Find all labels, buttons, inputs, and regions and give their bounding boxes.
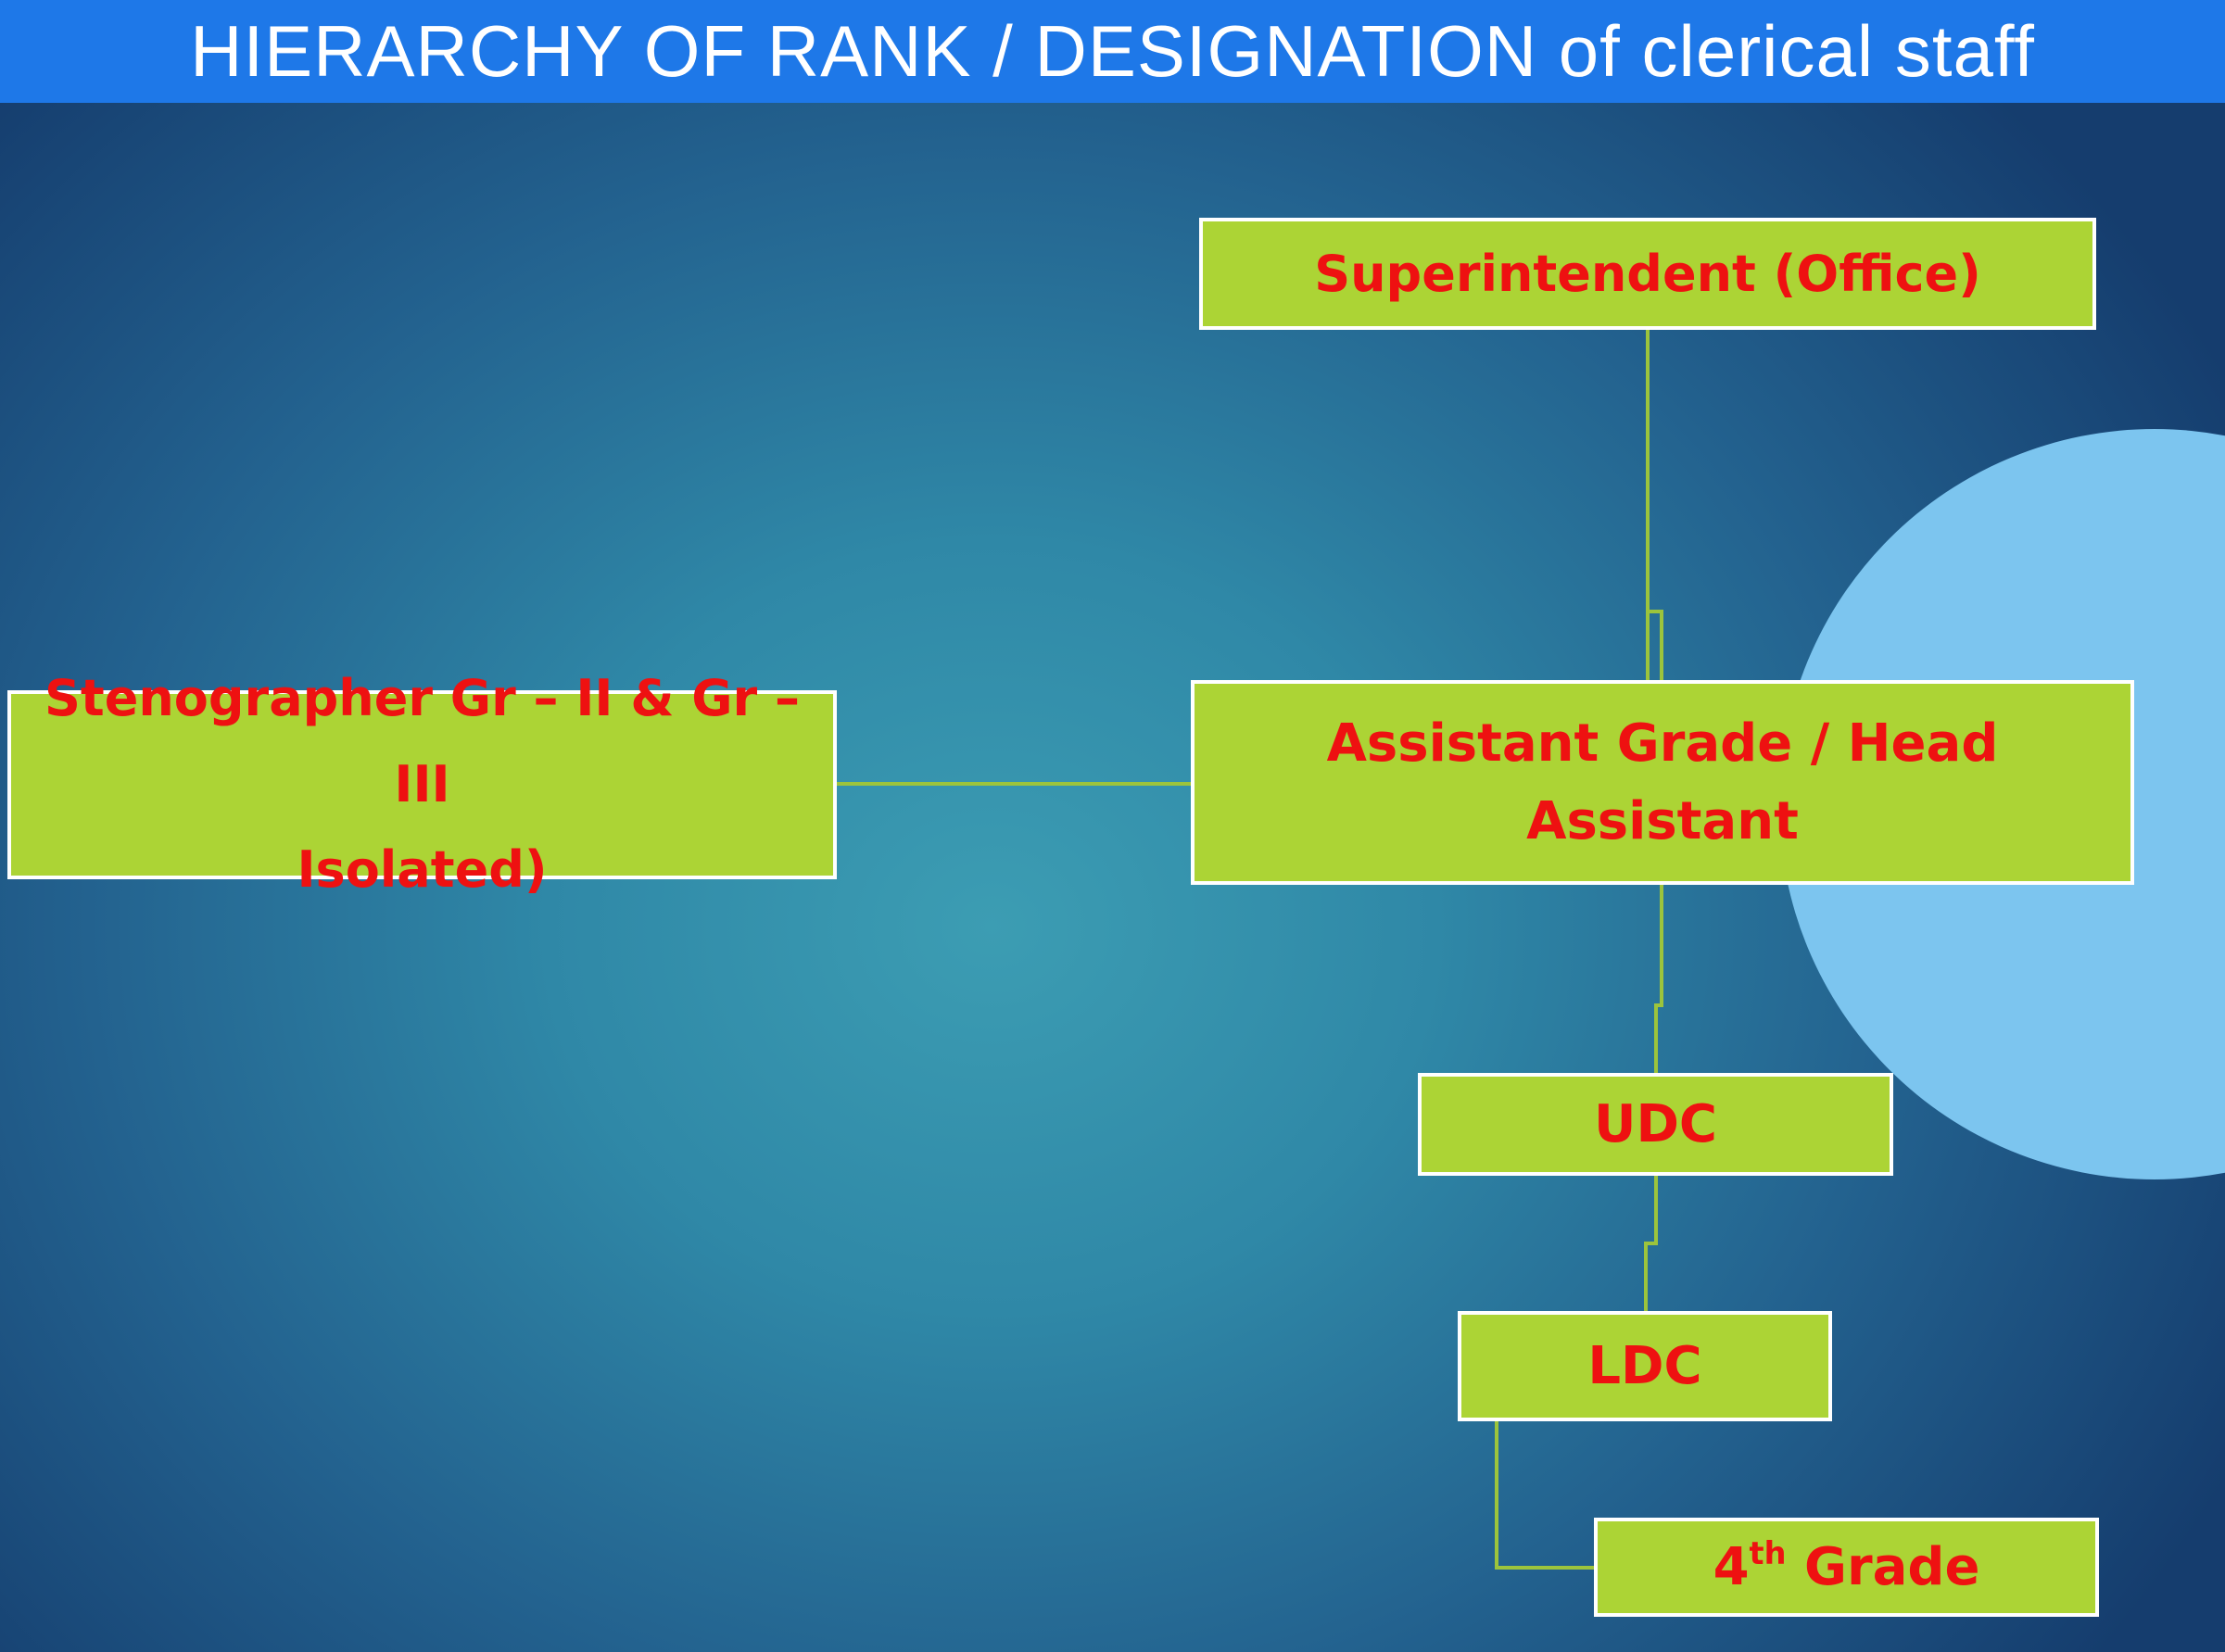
- node-fourth-grade: 4th Grade: [1594, 1518, 2099, 1617]
- node-udc: UDC: [1418, 1073, 1893, 1176]
- title-bar: HIERARCHY OF RANK / DESIGNATION of cleri…: [0, 0, 2225, 103]
- node-stenographer-label-line1: Stenographer Gr – II & Gr – III: [44, 668, 800, 813]
- node-udc-label: UDC: [1593, 1093, 1718, 1154]
- node-fourth-grade-suffix: th: [1749, 1534, 1787, 1571]
- connector-udc-ldc: [1644, 1176, 1658, 1311]
- node-assistant-grade-label: Assistant Grade / Head Assistant: [1326, 713, 1999, 851]
- node-stenographer: Stenographer Gr – II & Gr – III Isolated…: [7, 669, 837, 899]
- connector-superintendent-assistant: [1646, 330, 1663, 680]
- node-fourth-grade-number: 4: [1713, 1536, 1750, 1597]
- node-superintendent: Superintendent (Office): [1199, 218, 2096, 330]
- node-fourth-grade-label: Grade: [1786, 1536, 1980, 1597]
- node-ldc-label: LDC: [1587, 1335, 1702, 1396]
- node-assistant-grade: Assistant Grade / Head Assistant: [1191, 680, 2134, 885]
- node-superintendent-label: Superintendent (Office): [1314, 245, 1981, 303]
- node-stenographer-label-line2: Isolated): [297, 840, 548, 900]
- connector-ldc-fourth: [1495, 1421, 1594, 1570]
- node-ldc: LDC: [1458, 1311, 1832, 1421]
- connector-assistant-udc: [1654, 885, 1663, 1073]
- page-title: HIERARCHY OF RANK / DESIGNATION of cleri…: [190, 10, 2035, 92]
